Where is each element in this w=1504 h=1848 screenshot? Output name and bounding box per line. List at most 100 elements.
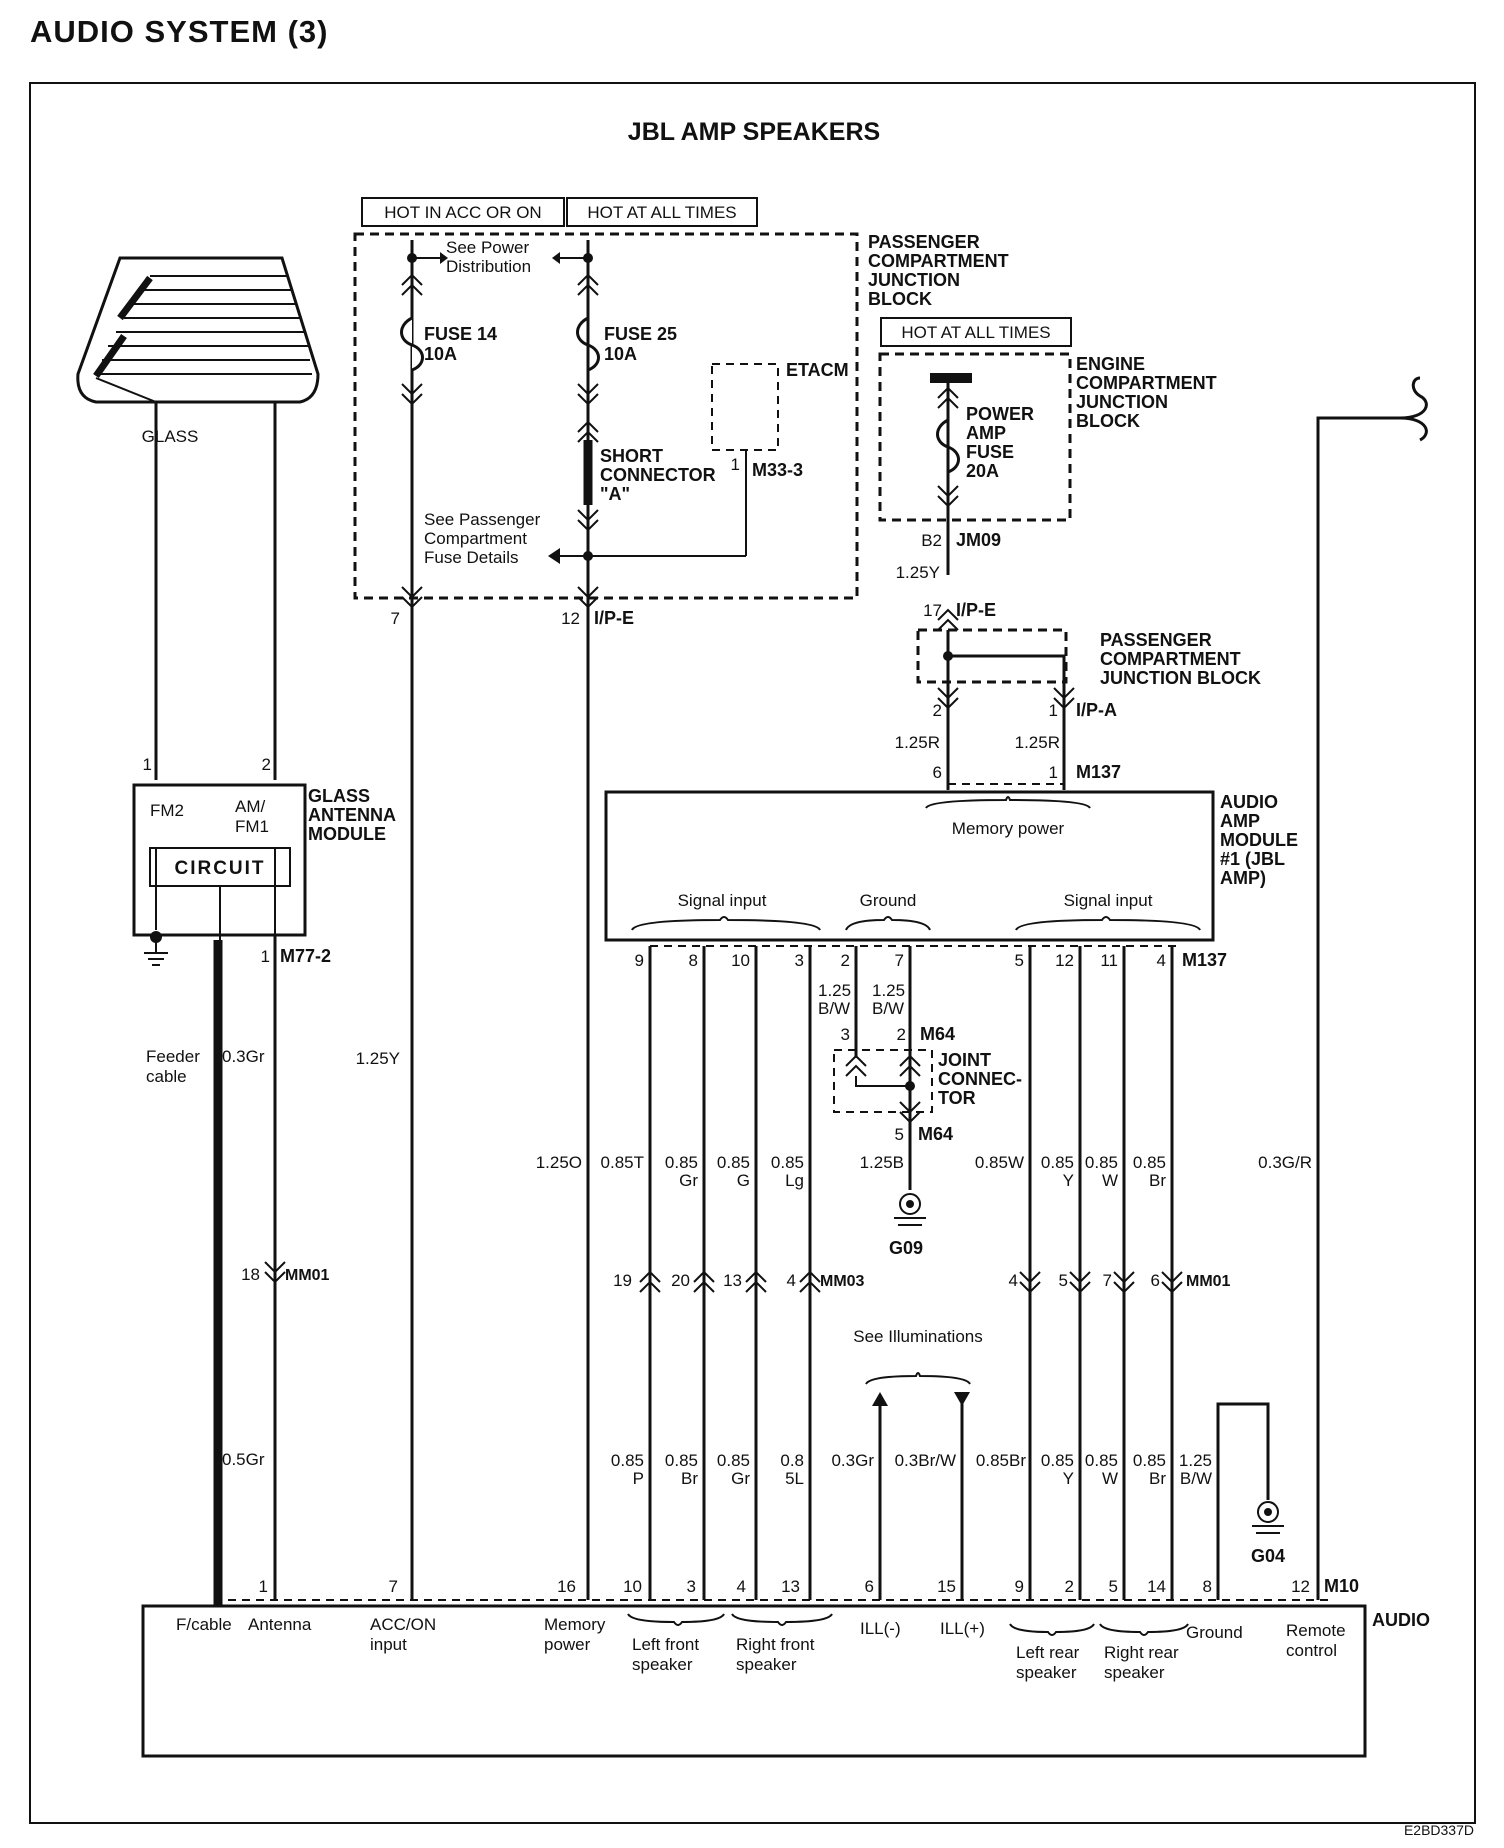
ground-g09-icon (894, 1193, 926, 1226)
connector-m10: M10 (1324, 1576, 1359, 1596)
etacm-box (711, 363, 779, 451)
svg-text:4: 4 (737, 1577, 746, 1596)
svg-text:7: 7 (389, 1577, 398, 1596)
pin-label: 2 (897, 1025, 906, 1044)
pin-label: 4 (1009, 1271, 1018, 1290)
diagram-frame (29, 82, 1476, 1824)
pin-label: 9 (635, 951, 644, 970)
svg-text:12: 12 (1291, 1577, 1310, 1596)
pin-label: 5 (1015, 951, 1024, 970)
hot-all-label: HOT AT ALL TIMES (587, 203, 736, 222)
ground-icon (144, 937, 168, 966)
memory-power-label: Memory power (952, 819, 1065, 838)
svg-text:9: 9 (1015, 1577, 1024, 1596)
pin-label: 3 (841, 1025, 850, 1044)
page-title: AUDIO SYSTEM (3) (30, 14, 329, 49)
wire-label: 0.3Gr (222, 1047, 265, 1066)
wire-label: 0.85T (601, 1153, 644, 1172)
ground-g04-label: G04 (1251, 1546, 1285, 1566)
terminal-ill-plus: ILL(+) (940, 1619, 985, 1638)
m10-pin-labels: 1 7 16 10 3 4 13 6 15 9 2 5 14 8 12 (259, 1577, 1310, 1596)
audio-unit-box (141, 1604, 1367, 1758)
etacm-label: ETACM (786, 360, 849, 380)
pin-label: 1 (261, 947, 270, 966)
pin-label: 2 (933, 701, 942, 720)
wire-label: 0.3Gr (831, 1451, 874, 1470)
glass-label: GLASS (142, 427, 199, 446)
joint-connector-box (833, 1049, 933, 1113)
pin-label: 12 (561, 609, 580, 628)
hot-all-box (566, 197, 758, 227)
connector-ip-a: I/P-A (1076, 700, 1117, 720)
connector-mm03: MM03 (820, 1273, 865, 1290)
pin-label: 1 (731, 455, 740, 474)
wire-label: 0.3G/R (1258, 1153, 1312, 1172)
pin-label: 1 (1049, 701, 1058, 720)
wire-label: 1.25R (1015, 733, 1060, 752)
pin-label: 7 (895, 951, 904, 970)
connector-m64-2: M64 (918, 1124, 953, 1144)
pin-label: 6 (933, 763, 942, 782)
svg-text:10: 10 (623, 1577, 642, 1596)
connector-m137-2: M137 (1182, 950, 1227, 970)
pin-label: 11 (1100, 951, 1118, 970)
pcjb-2-box (916, 628, 1068, 684)
wire-remote-control (1316, 416, 1400, 1600)
wire-label: 0.85W (975, 1153, 1024, 1172)
connector-mm01-marks (1019, 1271, 1183, 1294)
pin-label: 10 (731, 951, 750, 970)
connector-mm01-2: MM01 (1186, 1273, 1231, 1290)
pin-label: 19 (613, 1271, 632, 1290)
diagram-title: JBL AMP SPEAKERS (628, 118, 880, 146)
hot-all-label-2: HOT AT ALL TIMES (901, 323, 1050, 342)
terminal-ill-minus: ILL(-) (860, 1619, 901, 1638)
connector-m137: M137 (1076, 762, 1121, 782)
pin-label: 5 (895, 1125, 904, 1144)
fm2-label: FM2 (150, 801, 184, 820)
pin-label: 3 (795, 951, 804, 970)
figure-code: E2BD337D (1403, 1822, 1474, 1838)
connector-mm01: MM01 (285, 1267, 330, 1284)
svg-text:13: 13 (781, 1577, 800, 1596)
pin-label: 18 (241, 1265, 260, 1284)
am-fm1-label: AM/FM1 (235, 797, 269, 836)
svg-text:16: 16 (557, 1577, 576, 1596)
glass-antenna (76, 256, 320, 404)
pin-label: 4 (1157, 951, 1166, 970)
svg-text:5: 5 (1109, 1577, 1118, 1596)
connector-mm03-marks (639, 1270, 821, 1293)
pin-label: 17 (923, 601, 942, 620)
pin-label: 1 (143, 755, 152, 774)
wire-label: 0.85Br (976, 1451, 1026, 1470)
amp-signal-wires-right (1028, 946, 1174, 1600)
pin-label: 20 (671, 1271, 690, 1290)
signal-input-label-2: Signal input (1064, 891, 1153, 910)
wire-label: 1.25R (895, 733, 940, 752)
connector-m64: M64 (920, 1024, 955, 1044)
connector-ip-e-2: I/P-E (956, 600, 996, 620)
terminal-antenna: Antenna (248, 1615, 312, 1634)
